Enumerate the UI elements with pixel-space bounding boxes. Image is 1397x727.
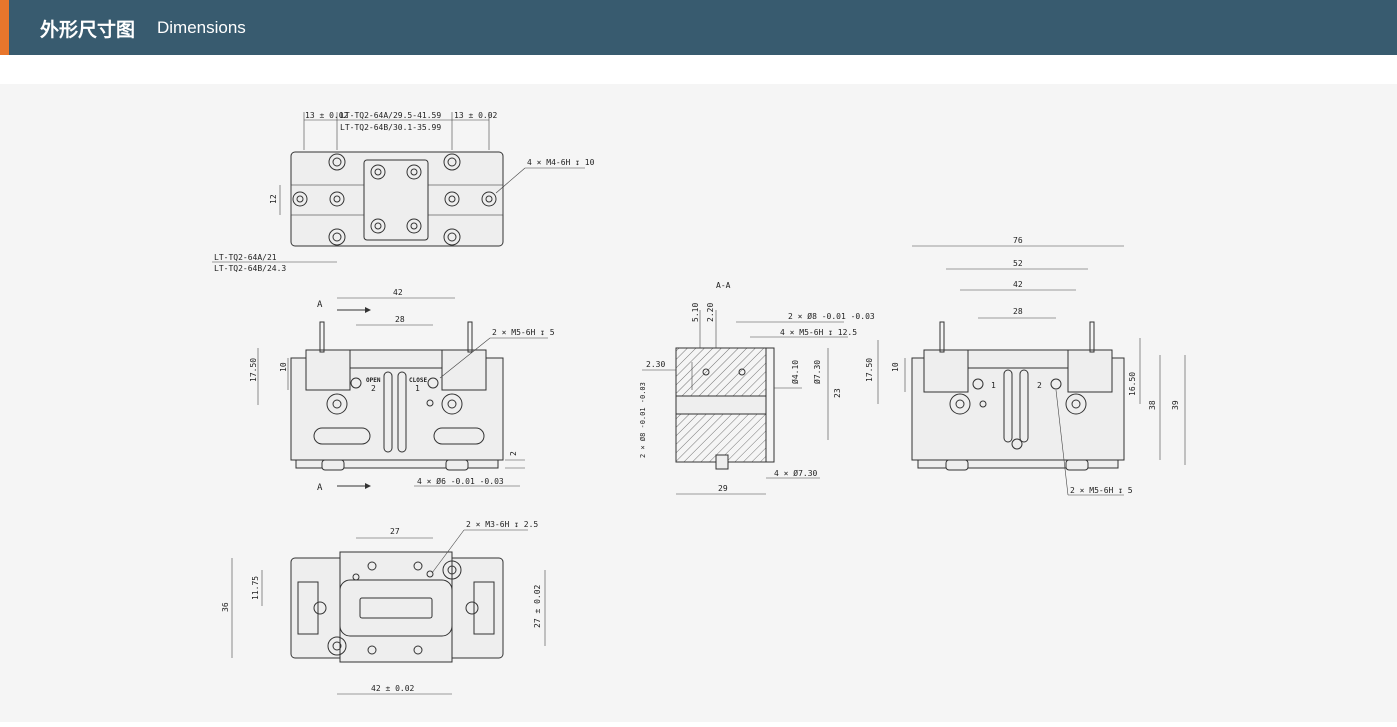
side-dim-42: 42 — [1013, 280, 1023, 289]
bottom-dim-27-tol: 27 ± 0.02 — [533, 584, 542, 628]
top-view-holes — [292, 153, 497, 246]
side-dim-39: 39 — [1171, 400, 1180, 410]
side-dim-52: 52 — [1013, 259, 1023, 268]
top-dim-left: 13 ± 0.02 — [305, 111, 349, 120]
drawing-panel: 13 ± 0.02 13 ± 0.02 LT-TQ2-64A/29.5-41.5… — [0, 84, 1397, 722]
bottom-hole-callout: 2 × M3-6H ↧ 2.5 — [466, 520, 538, 529]
technical-drawing: 13 ± 0.02 13 ± 0.02 LT-TQ2-64A/29.5-41.5… — [212, 111, 1186, 695]
front-label-open-num: 2 — [371, 384, 376, 393]
section-header: 外形尺寸图 Dimensions — [0, 0, 1397, 55]
bottom-dim-11-75: 11.75 — [251, 576, 260, 600]
header-title-en: Dimensions — [157, 18, 246, 37]
side-dim-10: 10 — [891, 362, 900, 372]
bottom-view: 27 2 × M3-6H ↧ 2.5 36 11.75 27 ± 0.02 42… — [221, 520, 546, 695]
front-dim-42: 42 — [393, 288, 403, 297]
front-dim-17-50: 17.50 — [249, 358, 258, 382]
top-view: 13 ± 0.02 13 ± 0.02 LT-TQ2-64A/29.5-41.5… — [212, 111, 595, 273]
bottom-dim-42-tol: 42 ± 0.02 — [371, 684, 415, 693]
section-dim-7-30: Ø7.30 — [812, 360, 822, 384]
top-dim-right: 13 ± 0.02 — [454, 111, 498, 120]
section-side-pin: 2 × Ø8 -0.01 -0.03 — [639, 382, 647, 458]
top-dim-b: LT-TQ2-64B/30.1-35.99 — [340, 123, 441, 132]
section-dim-29: 29 — [718, 484, 728, 493]
bottom-dim-27: 27 — [390, 527, 400, 536]
top-hole-callout: 4 × M4-6H ↧ 10 — [527, 158, 595, 167]
top-dim-height: 12 — [269, 194, 278, 204]
side-view: 1 2 76 52 42 28 17.50 10 16.50 38 39 2 ×… — [865, 236, 1186, 496]
section-title: A-A — [716, 281, 731, 290]
section-pin-callout: 2 × Ø8 -0.01 -0.03 — [788, 311, 875, 321]
header-accent-bar — [0, 0, 9, 55]
side-dim-38: 38 — [1148, 400, 1157, 410]
side-label-2: 2 — [1037, 381, 1042, 390]
side-dim-28: 28 — [1013, 307, 1023, 316]
front-dim-10: 10 — [279, 362, 288, 372]
front-section-mark-top: A — [317, 300, 323, 310]
top-dim-a: LT-TQ2-64A/29.5-41.59 — [340, 111, 441, 120]
top-dim-bottom-b: LT-TQ2-64B/24.3 — [214, 264, 286, 273]
section-dim-4-10: Ø4.10 — [790, 360, 800, 384]
section-hole-callout: 4 × M5-6H ↧ 12.5 — [780, 328, 857, 337]
front-label-close: CLOSE — [409, 377, 427, 384]
front-pin-callout: 4 × Ø6 -0.01 -0.03 — [417, 476, 504, 486]
header-title-cn: 外形尺寸图 — [40, 19, 136, 41]
front-dim-2: 2 — [509, 451, 518, 456]
side-dim-76: 76 — [1013, 236, 1023, 245]
front-hole-callout: 2 × M5-6H ↧ 5 — [492, 328, 555, 337]
section-view: A-A 5.10 2.20 2 × Ø8 -0.01 -0.03 4 × M5-… — [639, 281, 875, 495]
front-view: OPEN 2 CLOSE 1 A A 42 28 2 × M5-6H ↧ 5 1… — [249, 288, 555, 493]
front-label-close-num: 1 — [415, 384, 420, 393]
front-section-mark-bottom: A — [317, 483, 323, 493]
section-dim-23: 23 — [833, 388, 842, 398]
side-dim-16-50: 16.50 — [1128, 372, 1137, 396]
section-dim-5-10: 5.10 — [691, 303, 700, 322]
front-dim-28: 28 — [395, 315, 405, 324]
section-dim-2-30: 2.30 — [646, 360, 665, 369]
side-dim-17-50: 17.50 — [865, 358, 874, 382]
top-dim-bottom-a: LT-TQ2-64A/21 — [214, 253, 277, 262]
section-dim-2-20: 2.20 — [706, 303, 715, 322]
bottom-dim-36: 36 — [221, 602, 230, 612]
section-bottom-hole: 4 × Ø7.30 — [774, 468, 818, 478]
side-hole-callout: 2 × M5-6H ↧ 5 — [1070, 486, 1133, 495]
front-label-open: OPEN — [366, 377, 381, 384]
side-label-1: 1 — [991, 381, 996, 390]
